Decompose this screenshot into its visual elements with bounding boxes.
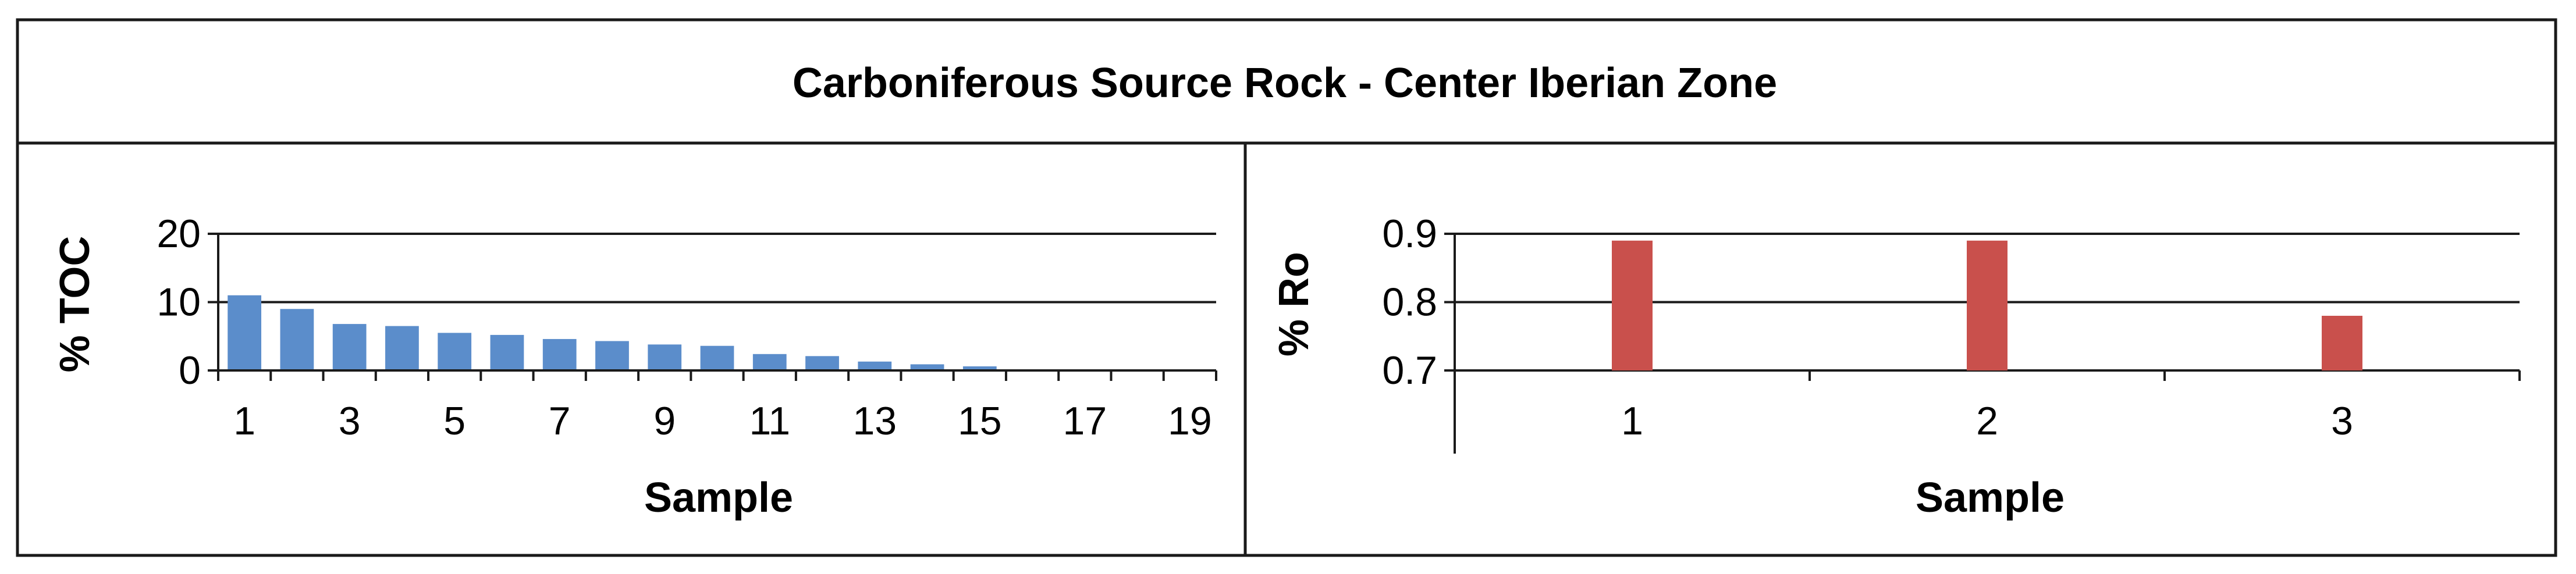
ro-bar bbox=[1612, 240, 1653, 370]
ro-chart: 0.7 0.8 0.9 1 2 3 % Ro Sample bbox=[1271, 212, 2521, 521]
ro-axes bbox=[1454, 233, 2521, 454]
ro-x-tick-label: 1 bbox=[1621, 399, 1643, 443]
toc-gridlines bbox=[208, 233, 1216, 304]
toc-x-tick-label: 5 bbox=[443, 399, 466, 443]
ro-x-tick-label: 2 bbox=[1976, 399, 1998, 443]
toc-bar bbox=[805, 356, 839, 370]
toc-bar bbox=[962, 366, 997, 370]
toc-axes bbox=[208, 233, 1217, 381]
toc-x-tick-label: 11 bbox=[749, 399, 790, 443]
ro-x-axis-title: Sample bbox=[1916, 475, 2065, 521]
toc-x-tick-label: 13 bbox=[852, 399, 897, 443]
toc-x-tick-label: 3 bbox=[339, 399, 361, 443]
toc-y-tick-label: 0 bbox=[179, 348, 201, 393]
toc-x-tick-label: 7 bbox=[549, 399, 571, 443]
toc-bar bbox=[385, 326, 419, 370]
toc-x-tick-label: 9 bbox=[653, 399, 676, 443]
toc-bar bbox=[700, 345, 734, 370]
figure-title: Carboniferous Source Rock - Center Iberi… bbox=[793, 60, 1777, 106]
outer-frame bbox=[16, 18, 2557, 557]
toc-bar bbox=[648, 344, 682, 370]
toc-y-tick-label: 20 bbox=[157, 212, 201, 256]
toc-y-tick-labels: 0 10 20 bbox=[157, 212, 201, 393]
ro-x-tick-labels: 1 2 3 bbox=[1621, 399, 2353, 443]
toc-bar bbox=[910, 364, 944, 370]
toc-x-tick-label: 19 bbox=[1168, 399, 1212, 443]
toc-x-axis-title: Sample bbox=[644, 475, 793, 521]
toc-bar bbox=[490, 334, 524, 370]
ro-y-tick-labels: 0.7 0.8 0.9 bbox=[1382, 212, 1437, 393]
toc-x-tick-label: 1 bbox=[233, 399, 255, 443]
ro-bars bbox=[1612, 240, 2362, 370]
ro-y-tick-label: 0.8 bbox=[1382, 280, 1437, 325]
ro-bar bbox=[2322, 316, 2362, 370]
toc-bar bbox=[858, 361, 892, 370]
toc-bar bbox=[595, 341, 629, 370]
toc-bar bbox=[752, 354, 787, 370]
toc-bar bbox=[438, 333, 472, 370]
ro-x-tick-label: 3 bbox=[2331, 399, 2353, 443]
toc-x-tick-label: 17 bbox=[1063, 399, 1107, 443]
ro-y-tick-label: 0.7 bbox=[1382, 348, 1437, 393]
toc-bar bbox=[542, 338, 577, 370]
toc-bar bbox=[280, 309, 314, 370]
ro-y-axis-title: % Ro bbox=[1271, 252, 1317, 356]
toc-bar bbox=[332, 324, 367, 370]
toc-y-axis-title: % TOC bbox=[52, 236, 98, 373]
ro-bar bbox=[1967, 240, 2007, 370]
ro-y-tick-label: 0.9 bbox=[1382, 212, 1437, 256]
toc-y-tick-label: 10 bbox=[157, 280, 201, 325]
toc-x-tick-label: 15 bbox=[958, 399, 1002, 443]
toc-bar bbox=[228, 295, 262, 370]
toc-bars bbox=[228, 295, 997, 370]
